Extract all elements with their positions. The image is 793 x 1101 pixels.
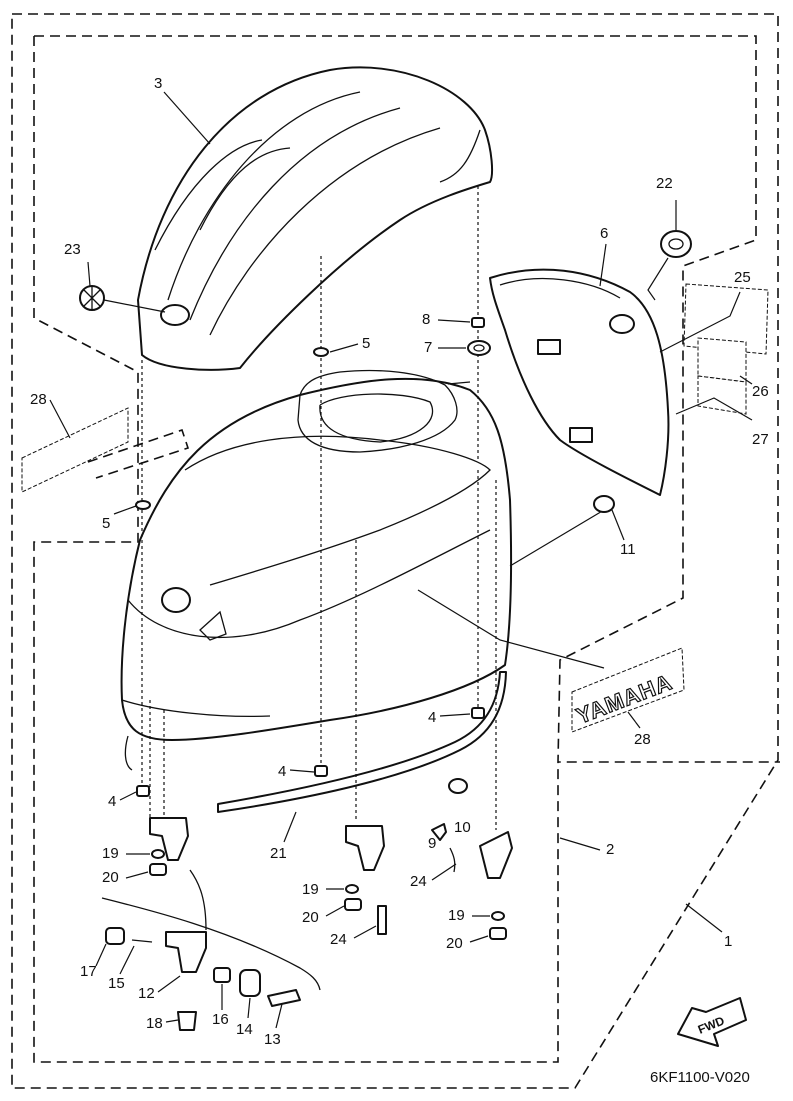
small-hardware [105, 317, 615, 1031]
label-19b: 19 [302, 881, 319, 898]
label-20b: 20 [302, 909, 319, 926]
label-2: 2 [606, 841, 614, 858]
label-25: 25 [734, 269, 751, 286]
label-8: 8 [422, 311, 430, 328]
label-15: 15 [108, 975, 125, 992]
label-4c: 4 [108, 793, 116, 810]
assembly-boundary-2 [33, 35, 780, 1063]
label-20a: 20 [102, 869, 119, 886]
label-5a: 5 [362, 335, 370, 352]
label-23: 23 [64, 241, 81, 258]
label-4b: 4 [278, 763, 286, 780]
label-18: 18 [146, 1015, 163, 1032]
seal-part-21 [124, 671, 507, 813]
label-27: 27 [752, 431, 769, 448]
drawing-code: 6KF1100-V020 [650, 1069, 750, 1086]
label-11: 11 [620, 541, 636, 558]
callout-labels: 3 22 6 23 25 8 5 7 26 28 27 5 11 4 28 4 … [30, 75, 769, 1048]
upper-cover-part-3 [137, 66, 494, 371]
label-12: 12 [138, 985, 155, 1002]
grommet-part-22 [647, 200, 692, 301]
grommet-part-23 [79, 261, 166, 313]
label-1: 1 [724, 933, 732, 950]
latch-brackets [101, 817, 513, 991]
label-9: 9 [428, 835, 436, 852]
label-5b: 5 [102, 515, 110, 532]
decal-28-left [21, 399, 190, 493]
label-19c: 19 [448, 907, 465, 924]
label-19a: 19 [102, 845, 119, 862]
label-28b: 28 [634, 731, 651, 748]
label-4a: 4 [428, 709, 436, 726]
label-14: 14 [236, 1021, 253, 1038]
bottom-cowling-part-2 [120, 369, 513, 741]
label-28a: 28 [30, 391, 47, 408]
fwd-arrow: FWD [677, 997, 747, 1047]
decals-25-26-27 [659, 283, 769, 421]
label-7: 7 [424, 339, 432, 356]
label-24b: 24 [330, 931, 347, 948]
label-24a: 24 [410, 873, 427, 890]
leaders-1-2 [559, 837, 723, 933]
assembly-lines [141, 186, 605, 830]
label-13: 13 [264, 1031, 281, 1048]
label-26: 26 [752, 383, 769, 400]
label-17: 17 [80, 963, 97, 980]
yamaha-decal-28: YAMAHA [571, 647, 685, 733]
label-10: 10 [454, 819, 471, 836]
label-21: 21 [270, 845, 287, 862]
outer-frame [11, 13, 779, 1089]
label-16: 16 [212, 1011, 229, 1028]
label-22: 22 [656, 175, 673, 192]
label-3: 3 [154, 75, 162, 92]
side-cover-part-6 [489, 268, 670, 496]
label-6: 6 [600, 225, 608, 242]
label-20c: 20 [446, 935, 463, 952]
